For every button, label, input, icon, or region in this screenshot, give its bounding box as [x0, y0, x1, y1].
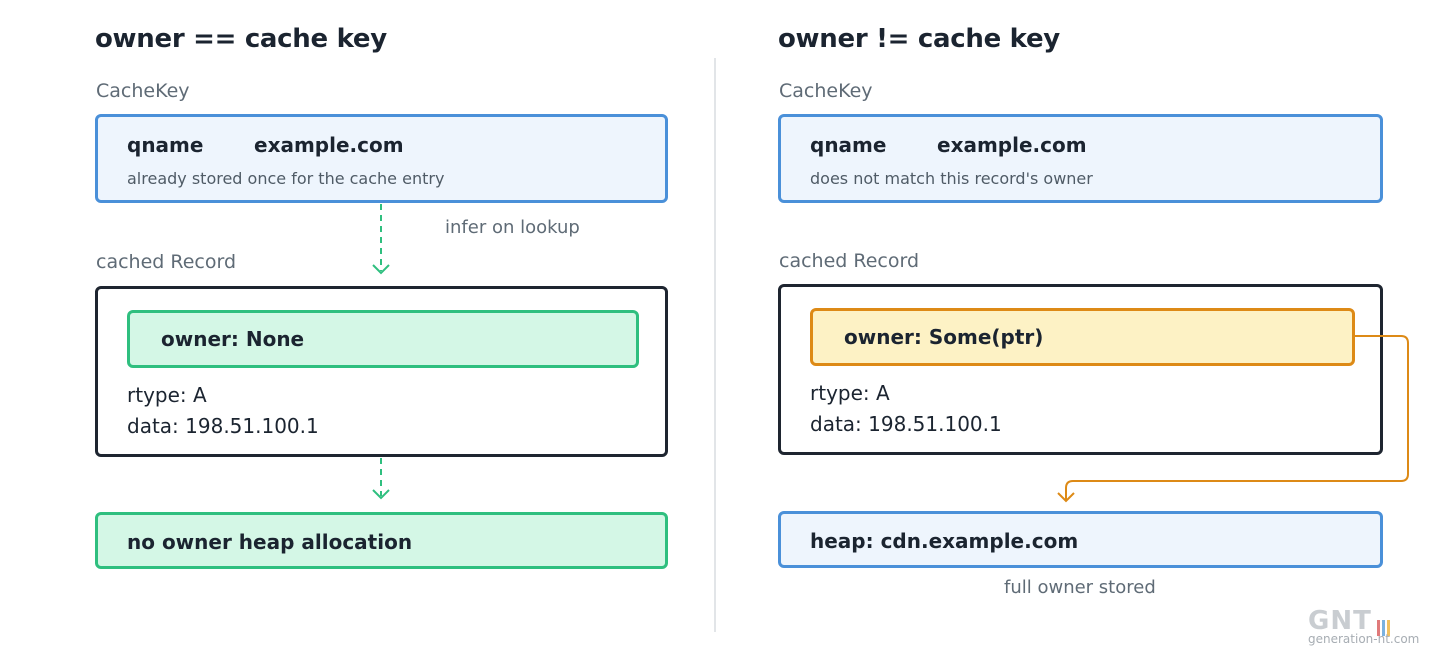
left-owner-text: owner: None — [161, 327, 305, 351]
right-owner-pointer-head — [1057, 492, 1075, 503]
left-result-text: no owner heap allocation — [127, 530, 413, 554]
watermark: GNT — [1308, 606, 1392, 636]
left-qname-value: example.com — [254, 133, 404, 157]
right-record-label: cached Record — [779, 250, 920, 272]
left-record-box: owner: None rtype: A data: 198.51.100.1 — [95, 286, 668, 457]
left-cachekey-box: qname example.com already stored once fo… — [95, 114, 668, 203]
right-result-caption: full owner stored — [1004, 577, 1156, 598]
right-result-text: heap: cdn.example.com — [810, 529, 1079, 553]
left-cachekey-label: CacheKey — [96, 80, 190, 102]
left-record-label: cached Record — [96, 251, 237, 273]
left-data-text: data: 198.51.100.1 — [127, 414, 319, 438]
right-cachekey-box: qname example.com does not match this re… — [778, 114, 1383, 203]
panel-divider — [714, 58, 716, 632]
left-heading: owner == cache key — [95, 24, 387, 54]
left-arrow-label: infer on lookup — [445, 217, 580, 238]
right-heading: owner != cache key — [778, 24, 1060, 54]
left-qname-field: qname — [127, 133, 204, 157]
right-result-box: heap: cdn.example.com — [778, 511, 1383, 568]
watermark-bars-icon — [1376, 614, 1392, 636]
left-result-arrow-head — [372, 489, 390, 500]
right-cachekey-label: CacheKey — [779, 80, 873, 102]
left-cachekey-note: already stored once for the cache entry — [127, 169, 445, 188]
watermark-url: generation-nt.com — [1308, 632, 1420, 646]
left-infer-arrow-head — [372, 264, 390, 275]
right-owner-box: owner: Some(ptr) — [810, 308, 1355, 366]
right-owner-text: owner: Some(ptr) — [844, 325, 1044, 349]
left-result-box: no owner heap allocation — [95, 512, 668, 569]
left-owner-box: owner: None — [127, 310, 639, 368]
left-rtype-text: rtype: A — [127, 383, 207, 407]
right-cachekey-note: does not match this record's owner — [810, 169, 1093, 188]
right-rtype-text: rtype: A — [810, 381, 890, 405]
right-record-box: owner: Some(ptr) rtype: A data: 198.51.1… — [778, 284, 1383, 455]
right-qname-value: example.com — [937, 133, 1087, 157]
right-data-text: data: 198.51.100.1 — [810, 412, 1002, 436]
right-qname-field: qname — [810, 133, 887, 157]
watermark-logo: GNT — [1308, 606, 1372, 636]
